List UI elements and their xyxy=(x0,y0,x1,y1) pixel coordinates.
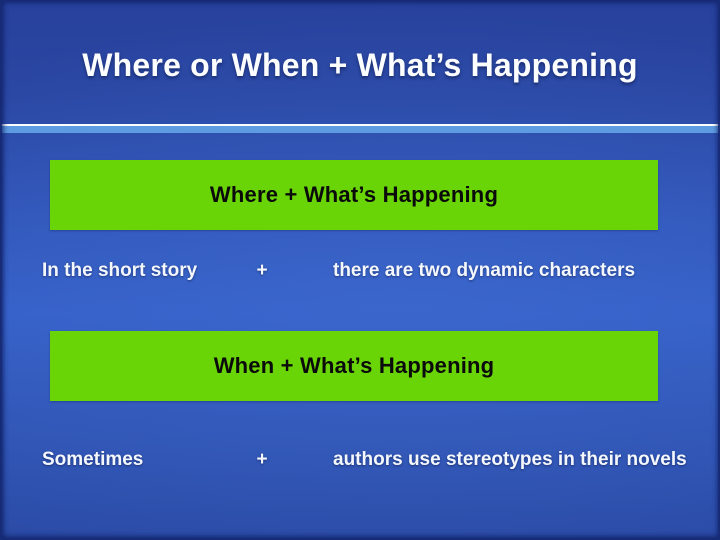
formula-left-text: In the short story xyxy=(42,260,198,281)
formula-right-text: authors use stereotypes in their novels xyxy=(333,449,687,470)
section-when-formula-row: Sometimes + authors use stereotypes in t… xyxy=(0,447,720,473)
formula-left-text: Sometimes xyxy=(42,449,144,470)
section-when-header-label: When + What’s Happening xyxy=(213,353,495,378)
title-divider xyxy=(0,124,720,133)
plus-operator: + xyxy=(256,449,268,470)
divider-white-line xyxy=(0,124,720,126)
slide-title: Where or When + What’s Happening xyxy=(82,47,638,83)
divider-blue-band xyxy=(0,126,720,133)
section-where-header-label: Where + What’s Happening xyxy=(209,182,499,207)
section-where-formula-row: In the short story + there are two dynam… xyxy=(0,258,720,284)
section-when-header-box: When + What’s Happening xyxy=(50,331,658,401)
section-where-header-box: Where + What’s Happening xyxy=(50,160,658,230)
formula-right-text: there are two dynamic characters xyxy=(333,260,636,281)
plus-operator: + xyxy=(256,260,268,281)
